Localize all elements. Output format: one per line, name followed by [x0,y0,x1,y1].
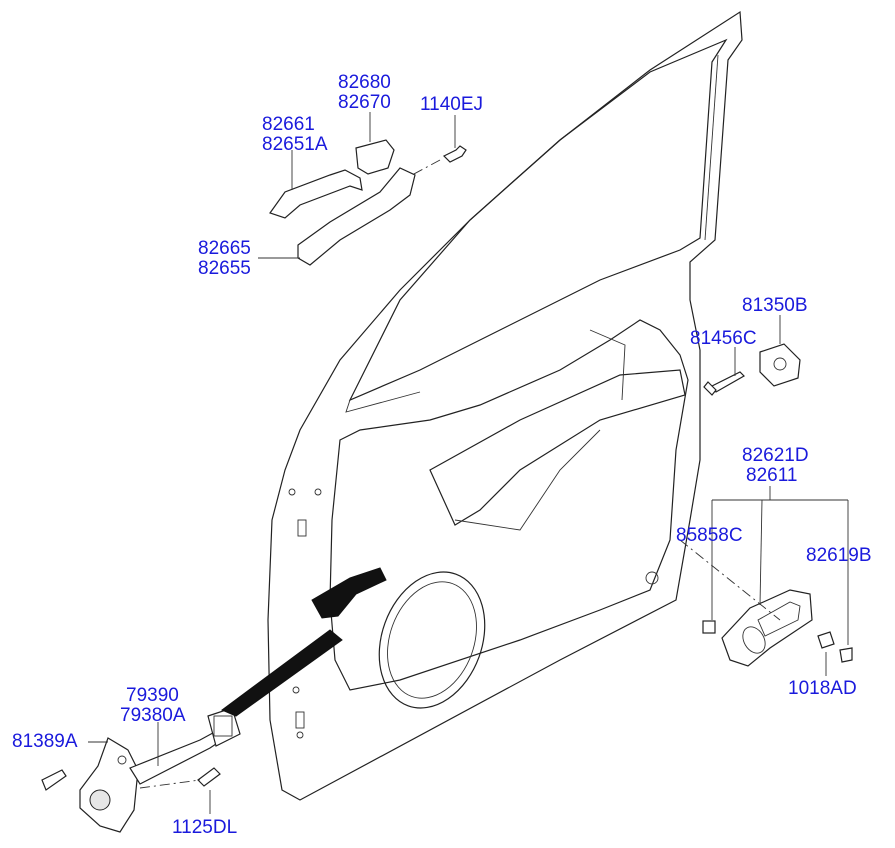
label-handle-bolt[interactable]: 1140EJ [420,94,483,115]
handle-cap-shape [355,139,395,175]
checker-parts [41,567,387,833]
inside-handle-shape [721,589,813,667]
door-shell [267,10,743,801]
striker-plate-shape [759,343,801,387]
label-handle-cover-2[interactable]: 82651A [262,134,328,155]
label-inside-handle-cap[interactable]: 82619B [806,545,872,566]
label-inside-handle-2[interactable]: 82611 [746,465,797,486]
label-handle-cover-1[interactable]: 82661 [262,114,315,135]
label-striker-screw[interactable]: 81456C [690,328,757,349]
checker-bolt-shape [41,769,67,791]
label-inside-handle-screw[interactable]: 1018AD [788,678,857,699]
label-handle-base-2[interactable]: 82655 [198,258,251,279]
handle-cover-shape [269,169,363,219]
inside-handle-parts [679,539,853,667]
handle-bolt-shape [442,145,467,163]
inside-handle-clip-shape [702,620,716,634]
label-inside-handle-clip[interactable]: 85858C [676,525,743,546]
label-checker-bolt[interactable]: 81389A [12,731,78,752]
handle-base-shape [297,167,416,266]
label-checker-1[interactable]: 79390 [126,685,179,706]
label-inside-handle-1[interactable]: 82621D [742,445,809,466]
outside-handle-parts [269,139,467,266]
label-handle-cap-2[interactable]: 82670 [338,92,391,113]
inside-handle-screw-shape [817,631,835,649]
label-handle-base-1[interactable]: 82665 [198,238,251,259]
label-handle-cap-1[interactable]: 82680 [338,72,391,93]
striker-parts [703,343,801,396]
part-labels: 82661 82651A 82680 82670 1140EJ 82665 82… [12,72,872,838]
striker-screw-shape [711,371,745,393]
checker-bracket-shape [79,737,139,833]
label-checker-2[interactable]: 79380A [120,705,186,726]
checker-bolt2-shape [197,767,221,787]
leader-lines [88,112,849,814]
inside-handle-cap-shape [839,647,853,663]
label-striker-plate[interactable]: 81350B [742,295,808,316]
label-checker-bolt2[interactable]: 1125DL [172,817,237,838]
assembly-arrow [221,629,343,717]
